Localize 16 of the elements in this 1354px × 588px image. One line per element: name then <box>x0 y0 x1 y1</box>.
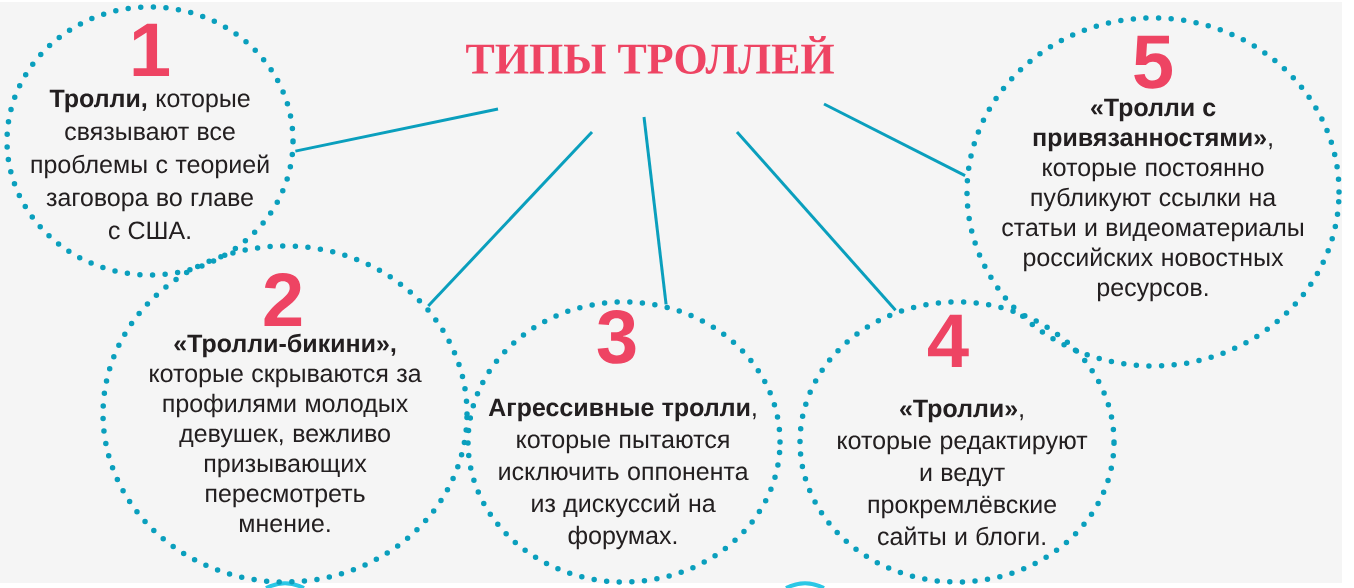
connector-line <box>823 102 966 177</box>
description-text: Тролли, которые связывают все проблемы с теорией заговора во главе с США. <box>31 89 269 240</box>
description-text: «Тролли», которые редактируют и ведут прокремлёвские сайты и блоги. <box>838 399 1088 546</box>
number: 2 <box>264 272 302 326</box>
number: 1 <box>133 23 170 76</box>
number: 3 <box>597 309 636 364</box>
connector-line <box>735 131 897 312</box>
connector-line <box>295 107 499 153</box>
number: 4 <box>928 314 969 367</box>
number: 5 <box>1134 35 1172 89</box>
description-text: Агрессивные тролли, которые пытаются исключить оппонента из дискуссий на форумах. <box>488 398 756 550</box>
title: ТИПЫ ТРОЛЛЕЙ <box>466 36 834 74</box>
connector-line <box>642 116 668 305</box>
connector-line <box>427 130 594 308</box>
description-text: «Тролли с привязанностями», которые постоянно публикуют ссылки на статьи и видеоматериалы российских новостных ресурсов. <box>1002 98 1303 302</box>
description-text: «Тролли-бикини», которые скрываются за профилями молодых девушек, вежливо призывающих пересмотреть мнение. <box>150 333 422 533</box>
